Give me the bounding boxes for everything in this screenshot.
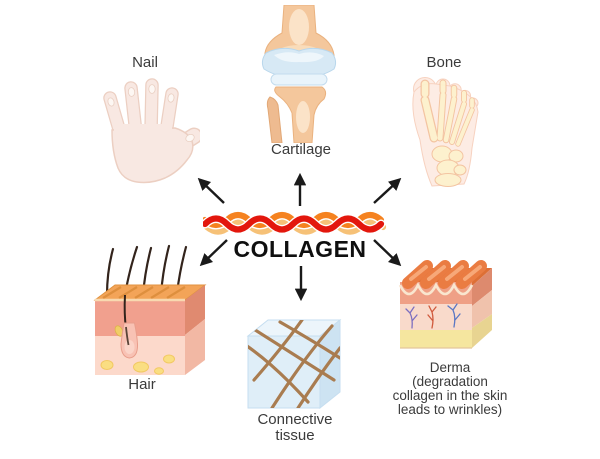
bone-detail: [420, 79, 475, 187]
cartilage-label: Cartilage: [270, 141, 332, 158]
connective-tissue-illustration: [246, 318, 342, 410]
derma-label-line3: collagen in the skin: [392, 388, 508, 403]
arrow-to-hair: [199, 239, 228, 267]
derma-label: Derma (degradation collagen in the skin …: [383, 361, 517, 417]
blood-vessels: [405, 303, 461, 329]
connective-tissue-label-line1: Connective: [257, 411, 333, 428]
fat-cells: [100, 354, 175, 375]
wrinkle-ridges: [402, 260, 487, 289]
collagen-fibers: [248, 320, 340, 408]
cartilage-cap: [261, 47, 337, 78]
connective-tissue-label: Connective tissue: [242, 412, 348, 444]
arrow-to-bone: [373, 177, 402, 204]
arrow-to-nail: [197, 177, 225, 204]
nail-label: Nail: [132, 54, 158, 71]
nail-detail: [107, 84, 195, 142]
knee-joint-illustration: [261, 5, 337, 143]
collagen-fiber-illustration: [203, 210, 388, 236]
hair-label: Hair: [128, 376, 156, 393]
bone-label: Bone: [426, 54, 462, 71]
connective-tissue-label-line2: tissue: [275, 427, 315, 444]
hand-illustration: [103, 78, 200, 184]
derma-label-line4: leads to wrinkles): [397, 402, 503, 417]
foot-bones-illustration: [412, 77, 479, 187]
derma-label-line1: Derma: [429, 360, 471, 375]
collagen-title: COLLAGEN: [233, 236, 367, 262]
hair-skin-illustration: [93, 244, 207, 375]
derma-illustration: [398, 260, 492, 349]
derma-label-line2: (degradation: [412, 374, 488, 389]
sebaceous-gland: [114, 325, 124, 337]
arrow-to-derma: [373, 239, 402, 267]
